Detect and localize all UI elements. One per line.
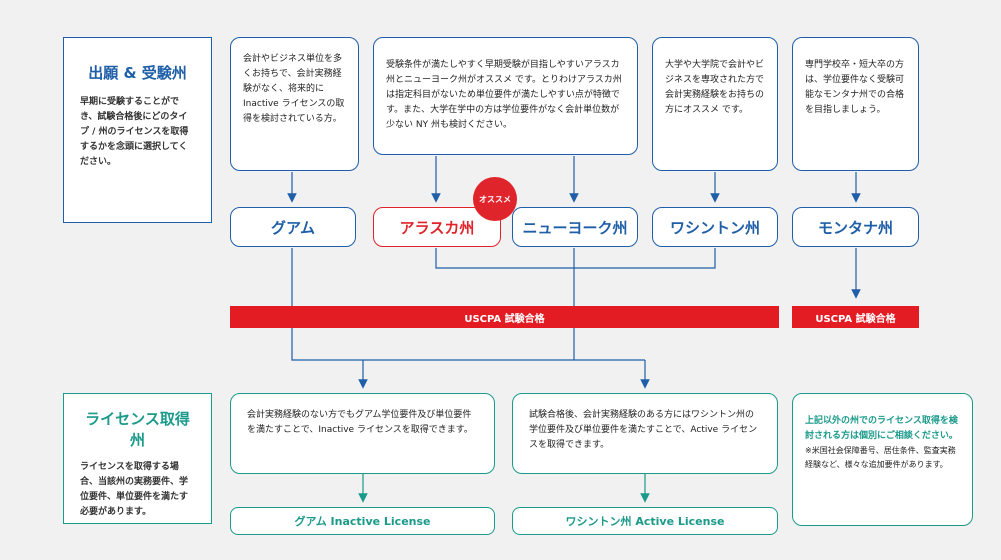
guam-license-description-box: 会計実務経験のない方でもグアム学位要件及び単位要件を満たすことで、Inactiv… [230, 393, 495, 474]
washington-license-description-box: 試験合格後、会計実務経験のある方にはワシントン州の学位要件及び単位要件を満たすこ… [512, 393, 778, 474]
application-title: 出願 & 受験州 [88, 64, 187, 82]
recommended-badge: オススメ [473, 177, 517, 221]
application-panel: 出願 & 受験州 早期に受験することができ、試験合格後にどのタイプ / 州のライ… [63, 37, 212, 223]
alaska-ny-description: 受験条件が満たしやすく早期受験が目指しやすいアラスカ州とニューヨーク州がオススメ… [386, 60, 622, 130]
washington-license-description: 試験合格後、会計実務経験のある方にはワシントン州の学位要件及び単位要件を満たすこ… [529, 410, 758, 450]
washington-description-box: 大学や大学院で会計やビジネスを専攻された方で会計実務経験をお持ちの方にオススメ … [652, 37, 778, 171]
guam-license-description: 会計実務経験のない方でもグアム学位要件及び単位要件を満たすことで、Inactiv… [247, 410, 473, 435]
washington-description: 大学や大学院で会計やビジネスを専攻された方で会計実務経験をお持ちの方にオススメ … [665, 60, 765, 115]
other-license-note: ※米国社会保障番号、居住条件、監査実務経験など、様々な追加要件があります。 [805, 446, 956, 469]
guam-description: 会計やビジネス単位を多くお持ちで、会計実務経験がなく、将来的に Inactive… [243, 54, 345, 124]
license-panel: ライセンス取得州 ライセンスを取得する場合、当該州の実務要件、学位要件、単位要件… [63, 393, 212, 524]
state-new-york: ニューヨーク州 [512, 207, 638, 247]
state-washington: ワシントン州 [652, 207, 778, 247]
license-guam-inactive: グアム Inactive License [230, 507, 495, 535]
pass-bar-main: USCPA 試験合格 [230, 306, 779, 328]
montana-description: 専門学校卒・短大卒の方は、学位要件なく受験可能なモンタナ州での合格を目指しましょ… [805, 60, 905, 115]
alaska-ny-description-box: 受験条件が満たしやすく早期受験が目指しやすいアラスカ州とニューヨーク州がオススメ… [373, 37, 638, 155]
merge-line [435, 248, 716, 269]
license-body: ライセンスを取得する場合、当該州の実務要件、学位要件、単位要件を満たす必要があり… [80, 462, 189, 517]
state-montana: モンタナ州 [792, 207, 919, 247]
pass-bar-montana: USCPA 試験合格 [792, 306, 919, 328]
other-license-box: 上記以外の州でのライセンス取得を検討される方は個別にご相談ください。 ※米国社会… [792, 393, 973, 526]
guam-description-box: 会計やビジネス単位を多くお持ちで、会計実務経験がなく、将来的に Inactive… [230, 37, 359, 171]
license-washington-active: ワシントン州 Active License [512, 507, 778, 535]
montana-description-box: 専門学校卒・短大卒の方は、学位要件なく受験可能なモンタナ州での合格を目指しましょ… [792, 37, 919, 171]
license-title: ライセンス取得州 [85, 410, 190, 449]
application-body: 早期に受験することができ、試験合格後にどのタイプ / 州のライセンスを取得するか… [80, 97, 189, 167]
state-guam: グアム [230, 207, 356, 247]
other-license-main: 上記以外の州でのライセンス取得を検討される方は個別にご相談ください。 [805, 416, 958, 441]
